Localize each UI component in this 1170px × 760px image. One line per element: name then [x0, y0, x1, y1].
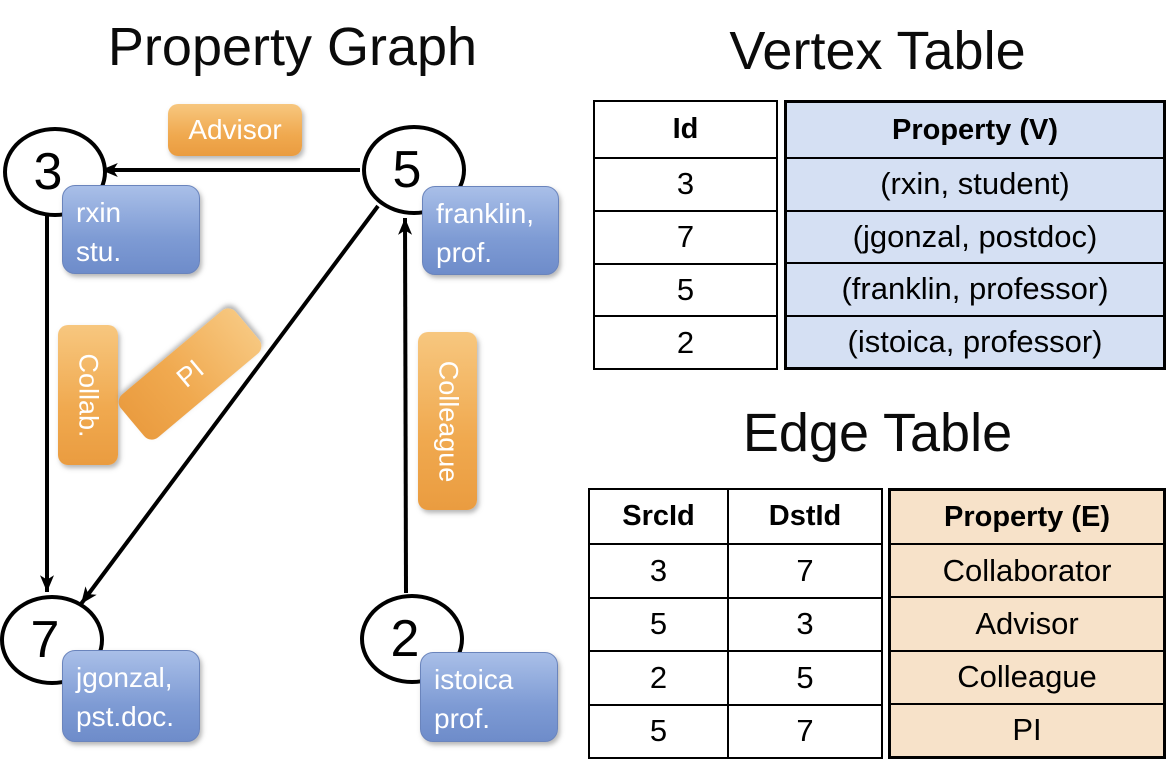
vertex-id-label: 3 — [33, 143, 63, 201]
vertex-circle-2: 2 — [360, 594, 464, 684]
vertex-property-pill-jgonzal: jgonzal, pst.doc. — [62, 650, 200, 742]
edge-label: Collab. — [73, 352, 104, 438]
edge-table-cell-src: 5 — [590, 596, 727, 651]
pill-line: franklin, — [436, 198, 535, 229]
edge-table-cell-dst: 5 — [727, 650, 881, 704]
vertex-table-cell-id: 2 — [595, 315, 776, 368]
edge-table-cell-dst: 3 — [727, 596, 881, 650]
edge-table-cell-property: PI — [891, 702, 1163, 756]
vertex-property-pill-franklin: franklin, prof. — [422, 186, 559, 275]
vertex-id-label: 7 — [30, 611, 60, 669]
pill-line: prof. — [436, 237, 493, 269]
vertex-table-cell-id: 3 — [595, 157, 776, 210]
edge-table-id-columns: SrcId DstId 3 7 5 3 2 5 5 7 — [588, 488, 883, 759]
vertex-table-cell-property: (jgonzal, postdoc) — [787, 209, 1163, 263]
edge-table-cell-dst: 7 — [727, 703, 881, 757]
vertex-table-cell-property: (franklin, professor) — [787, 262, 1163, 315]
pill-line: rxin — [76, 197, 122, 228]
pill-line: jgonzal, — [76, 662, 173, 693]
edge-table-header-dst: DstId — [727, 490, 881, 543]
graph-title: Property Graph — [107, 17, 478, 77]
vertex-id-label: 5 — [392, 141, 422, 199]
edge-table-cell-dst: 7 — [727, 543, 881, 597]
pill-line: pst.doc. — [76, 701, 175, 733]
edge-label: Colleague — [433, 360, 463, 482]
edge-label: PI — [170, 353, 210, 394]
graph-edges-svg — [40, 163, 413, 606]
vertex-table-title: Vertex Table — [729, 21, 1026, 81]
edge-table-property-column: Property (E) Collaborator Advisor Collea… — [888, 488, 1166, 759]
vertex-table-header-id: Id — [672, 113, 699, 145]
edge-table-cell-property: Colleague — [891, 649, 1163, 703]
vertex-table-id-column: Id 3 7 5 2 — [593, 100, 778, 370]
edge-line-colleague-2-to-5 — [398, 217, 413, 594]
edge-table-cell-src: 2 — [590, 650, 727, 704]
vertex-property-pill-istoica: istoica prof. — [420, 652, 558, 742]
edge-label-pill-colleague: Colleague — [418, 332, 477, 510]
pill-line: istoica — [434, 664, 514, 695]
edge-table-cell-property: Advisor — [891, 596, 1163, 649]
edge-table-header-property: Property (E) — [944, 500, 1110, 533]
edge-table-header-src: SrcId — [622, 500, 695, 532]
vertex-property-pill-rxin: rxin stu. — [62, 185, 200, 274]
edge-table-cell-src: 3 — [590, 543, 727, 597]
pill-line: prof. — [434, 703, 491, 735]
vertex-id-label: 2 — [390, 610, 420, 668]
vertex-table-cell-property: (istoica, professor) — [787, 314, 1163, 368]
vertex-table-header-property: Property (V) — [892, 113, 1058, 146]
edge-label-pill-advisor: Advisor — [168, 104, 302, 156]
edge-table-title: Edge Table — [742, 403, 1013, 463]
vertex-table-cell-property: (rxin, student) — [787, 157, 1163, 210]
edge-line-pi-5-to-7 — [79, 204, 380, 606]
edge-table-cell-src: 5 — [590, 703, 727, 758]
pill-line: stu. — [76, 236, 122, 268]
vertex-circle-5: 5 — [362, 125, 466, 215]
vertex-table-cell-id: 7 — [595, 209, 776, 263]
edge-label-pill-collab: Collab. — [58, 325, 118, 465]
vertex-table-property-column: Property (V) (rxin, student) (jgonzal, p… — [784, 100, 1166, 370]
edge-table-cell-property: Collaborator — [891, 543, 1163, 596]
vertex-table-cell-id: 5 — [595, 262, 776, 316]
edge-label: Advisor — [188, 114, 282, 145]
